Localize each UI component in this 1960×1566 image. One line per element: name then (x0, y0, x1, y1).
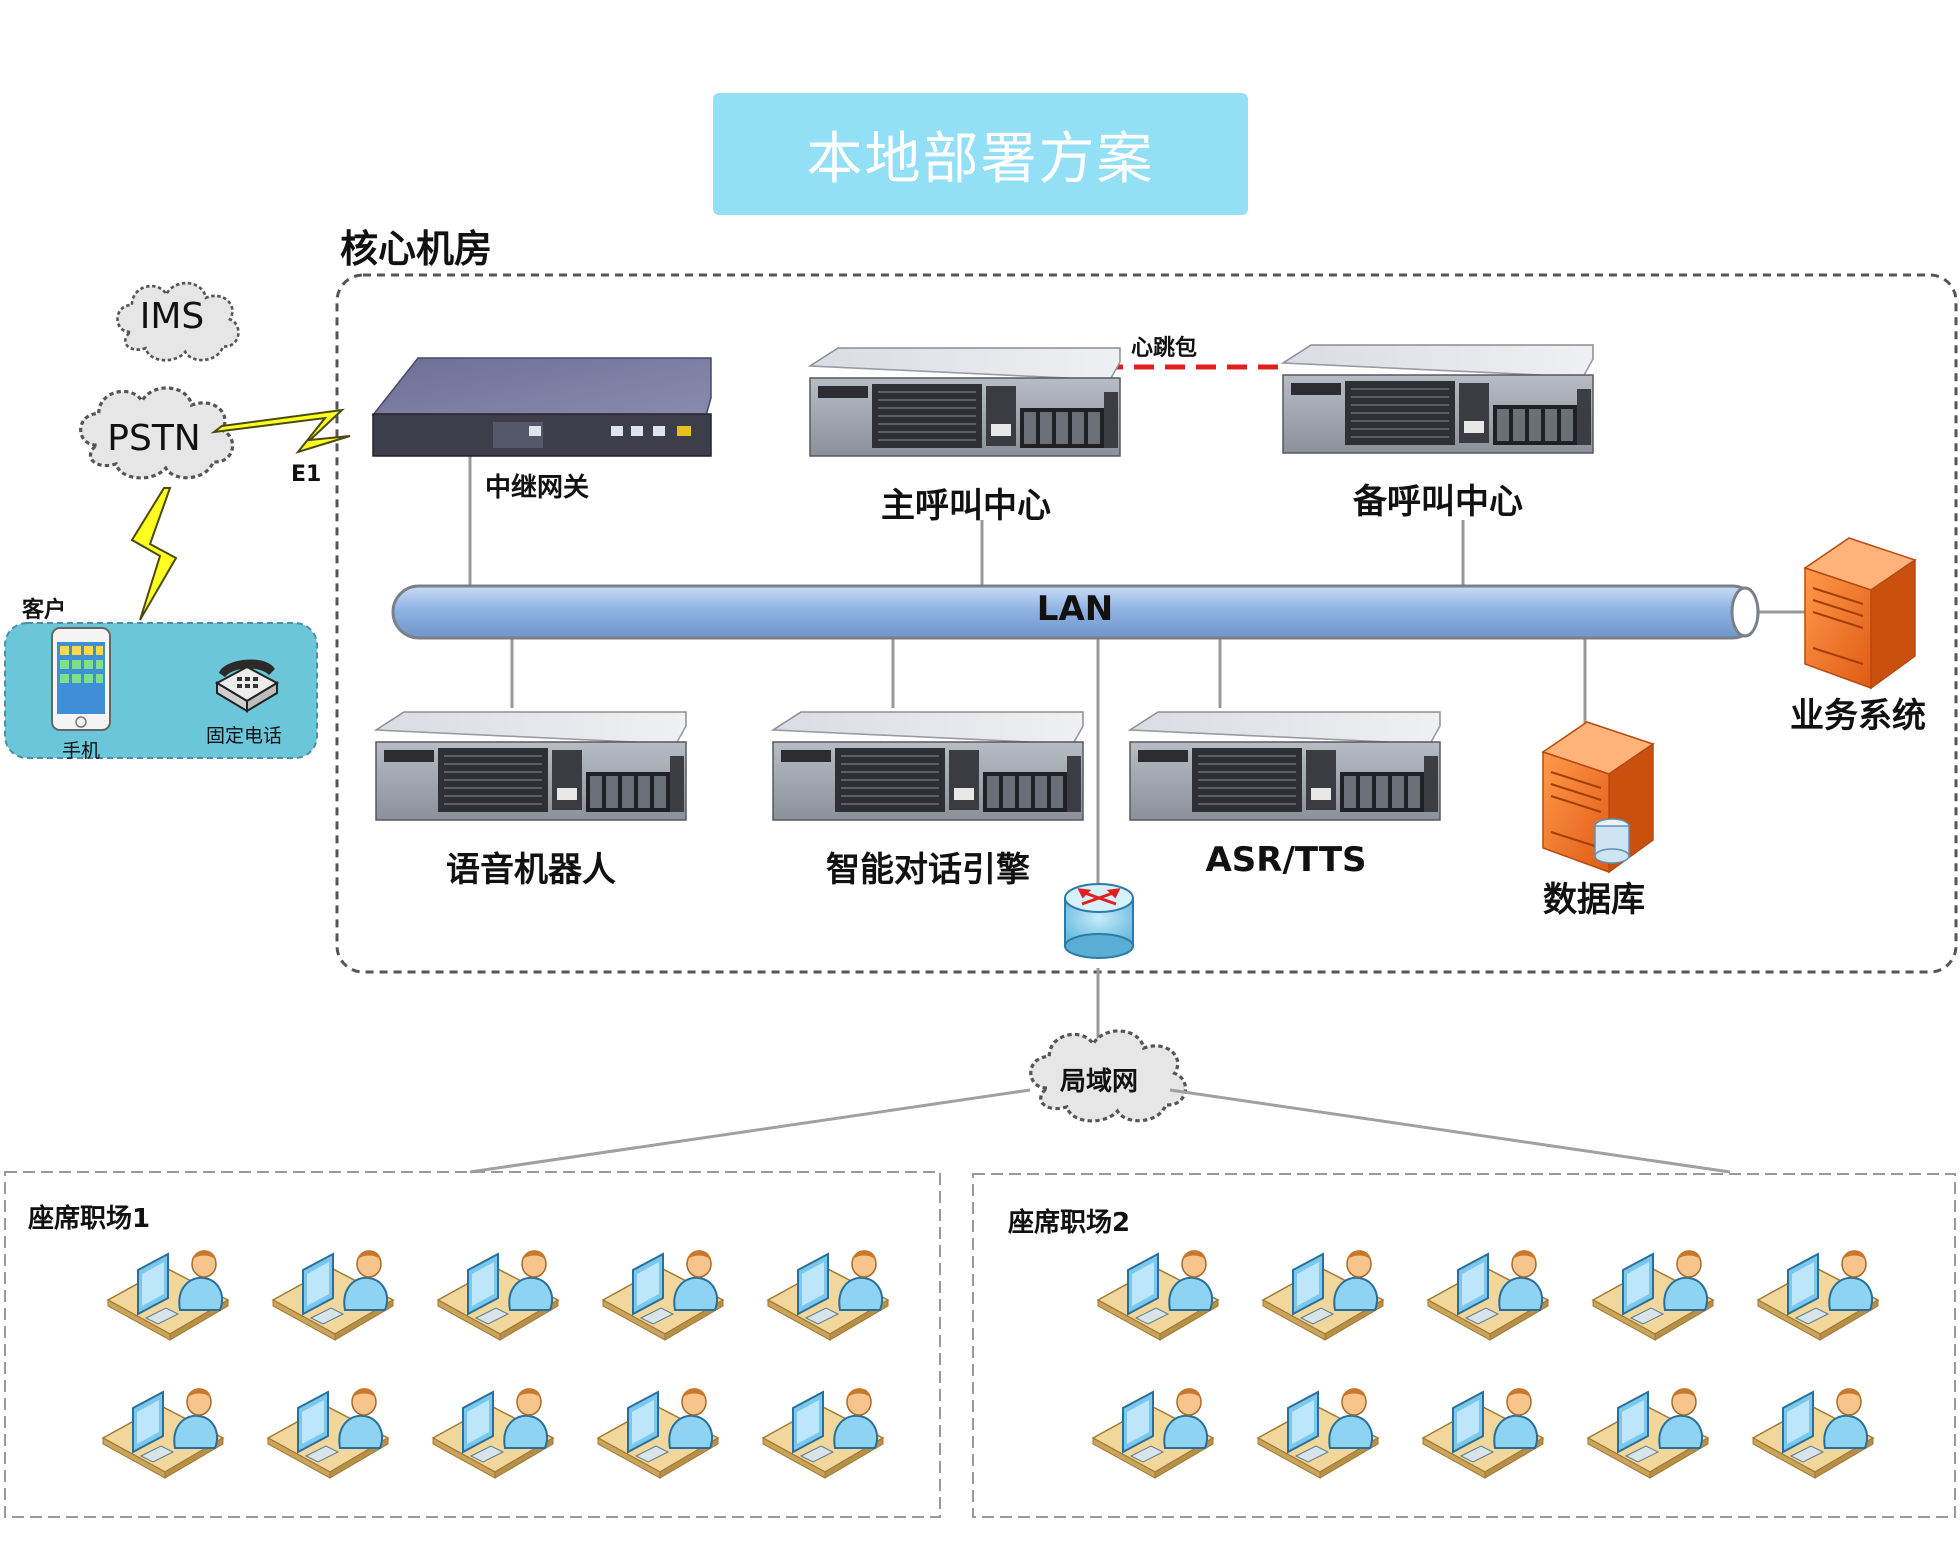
customer-label: 客户 (22, 598, 67, 623)
local-network-label: 局域网 (1059, 1067, 1139, 1097)
business-system-label: 业务系统 (1790, 696, 1926, 736)
lan-label: LAN (1036, 589, 1114, 629)
mobile-label: 手机 (61, 740, 101, 762)
voice-robot-label: 语音机器人 (446, 850, 616, 890)
trunk-gateway-label: 中继网关 (485, 473, 590, 503)
core-room-label: 核心机房 (340, 227, 493, 271)
database-label: 数据库 (1543, 880, 1645, 920)
ims-label: IMS (139, 296, 205, 337)
heartbeat-label: 心跳包 (1130, 336, 1198, 361)
asr-tts-label: ASR/TTS (1205, 840, 1367, 880)
dialog-engine-label: 智能对话引擎 (826, 850, 1030, 890)
pstn-label: PSTN (107, 418, 201, 459)
seat-area-1-label: 座席职场1 (28, 1204, 151, 1234)
backup-call-center-label: 备呼叫中心 (1353, 482, 1523, 522)
seat-area-2-label: 座席职场2 (1008, 1208, 1131, 1238)
main-call-center-label: 主呼叫中心 (881, 486, 1051, 526)
page-title: 本地部署方案 (713, 93, 1248, 215)
e1-label: E1 (291, 462, 322, 487)
landline-label: 固定电话 (205, 725, 283, 747)
